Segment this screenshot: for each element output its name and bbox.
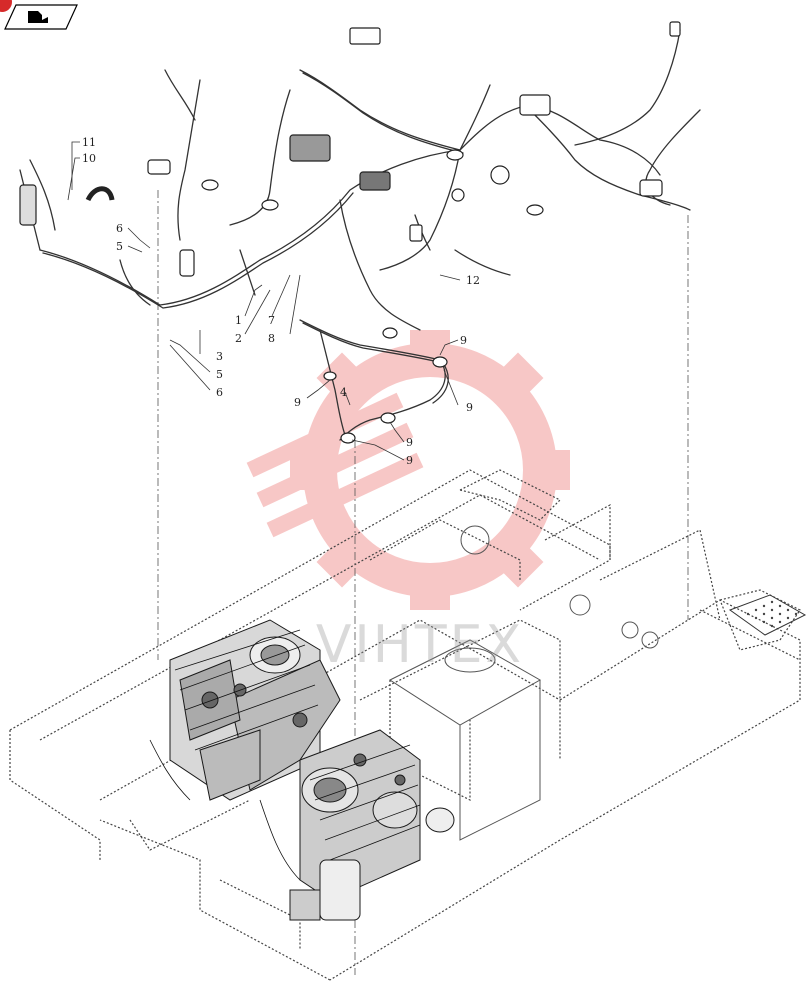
callout-1: 1	[235, 314, 242, 327]
callout-9a: 9	[460, 334, 467, 347]
page-back-icon	[4, 4, 78, 30]
back-navigation-button[interactable]	[4, 4, 78, 30]
callout-7: 7	[268, 314, 275, 327]
callout-9b: 9	[294, 396, 301, 409]
step-plate	[728, 594, 807, 636]
watermark-logo	[246, 330, 570, 610]
callout-4: 4	[340, 386, 347, 399]
callout-9d: 9	[406, 436, 413, 449]
tank-boxes	[388, 525, 659, 841]
callout-labels: 11 10 6 5 1 2 7 8 3 5 6 12 9 9 4 9 9 9	[82, 136, 480, 467]
callout-5: 5	[116, 240, 123, 253]
callout-6b: 6	[216, 386, 223, 399]
callout-9e: 9	[406, 454, 413, 467]
callout-2: 2	[235, 332, 242, 345]
step-plate-holes	[746, 600, 798, 628]
callout-11: 11	[82, 136, 96, 149]
callout-10: 10	[82, 152, 96, 165]
callout-leaders	[67, 141, 461, 461]
callout-5b: 5	[216, 368, 223, 381]
callout-8: 8	[268, 332, 275, 345]
machine-frame	[9, 469, 801, 981]
watermark-brand-text: VIHTEX	[315, 615, 525, 675]
leader-lines	[157, 190, 689, 975]
callout-9c: 9	[466, 401, 473, 414]
engine-detail-lines	[149, 629, 421, 881]
callout-12: 12	[466, 274, 480, 287]
page-indicator-dot	[0, 0, 12, 12]
callout-3: 3	[216, 350, 223, 363]
callout-6: 6	[116, 222, 123, 235]
